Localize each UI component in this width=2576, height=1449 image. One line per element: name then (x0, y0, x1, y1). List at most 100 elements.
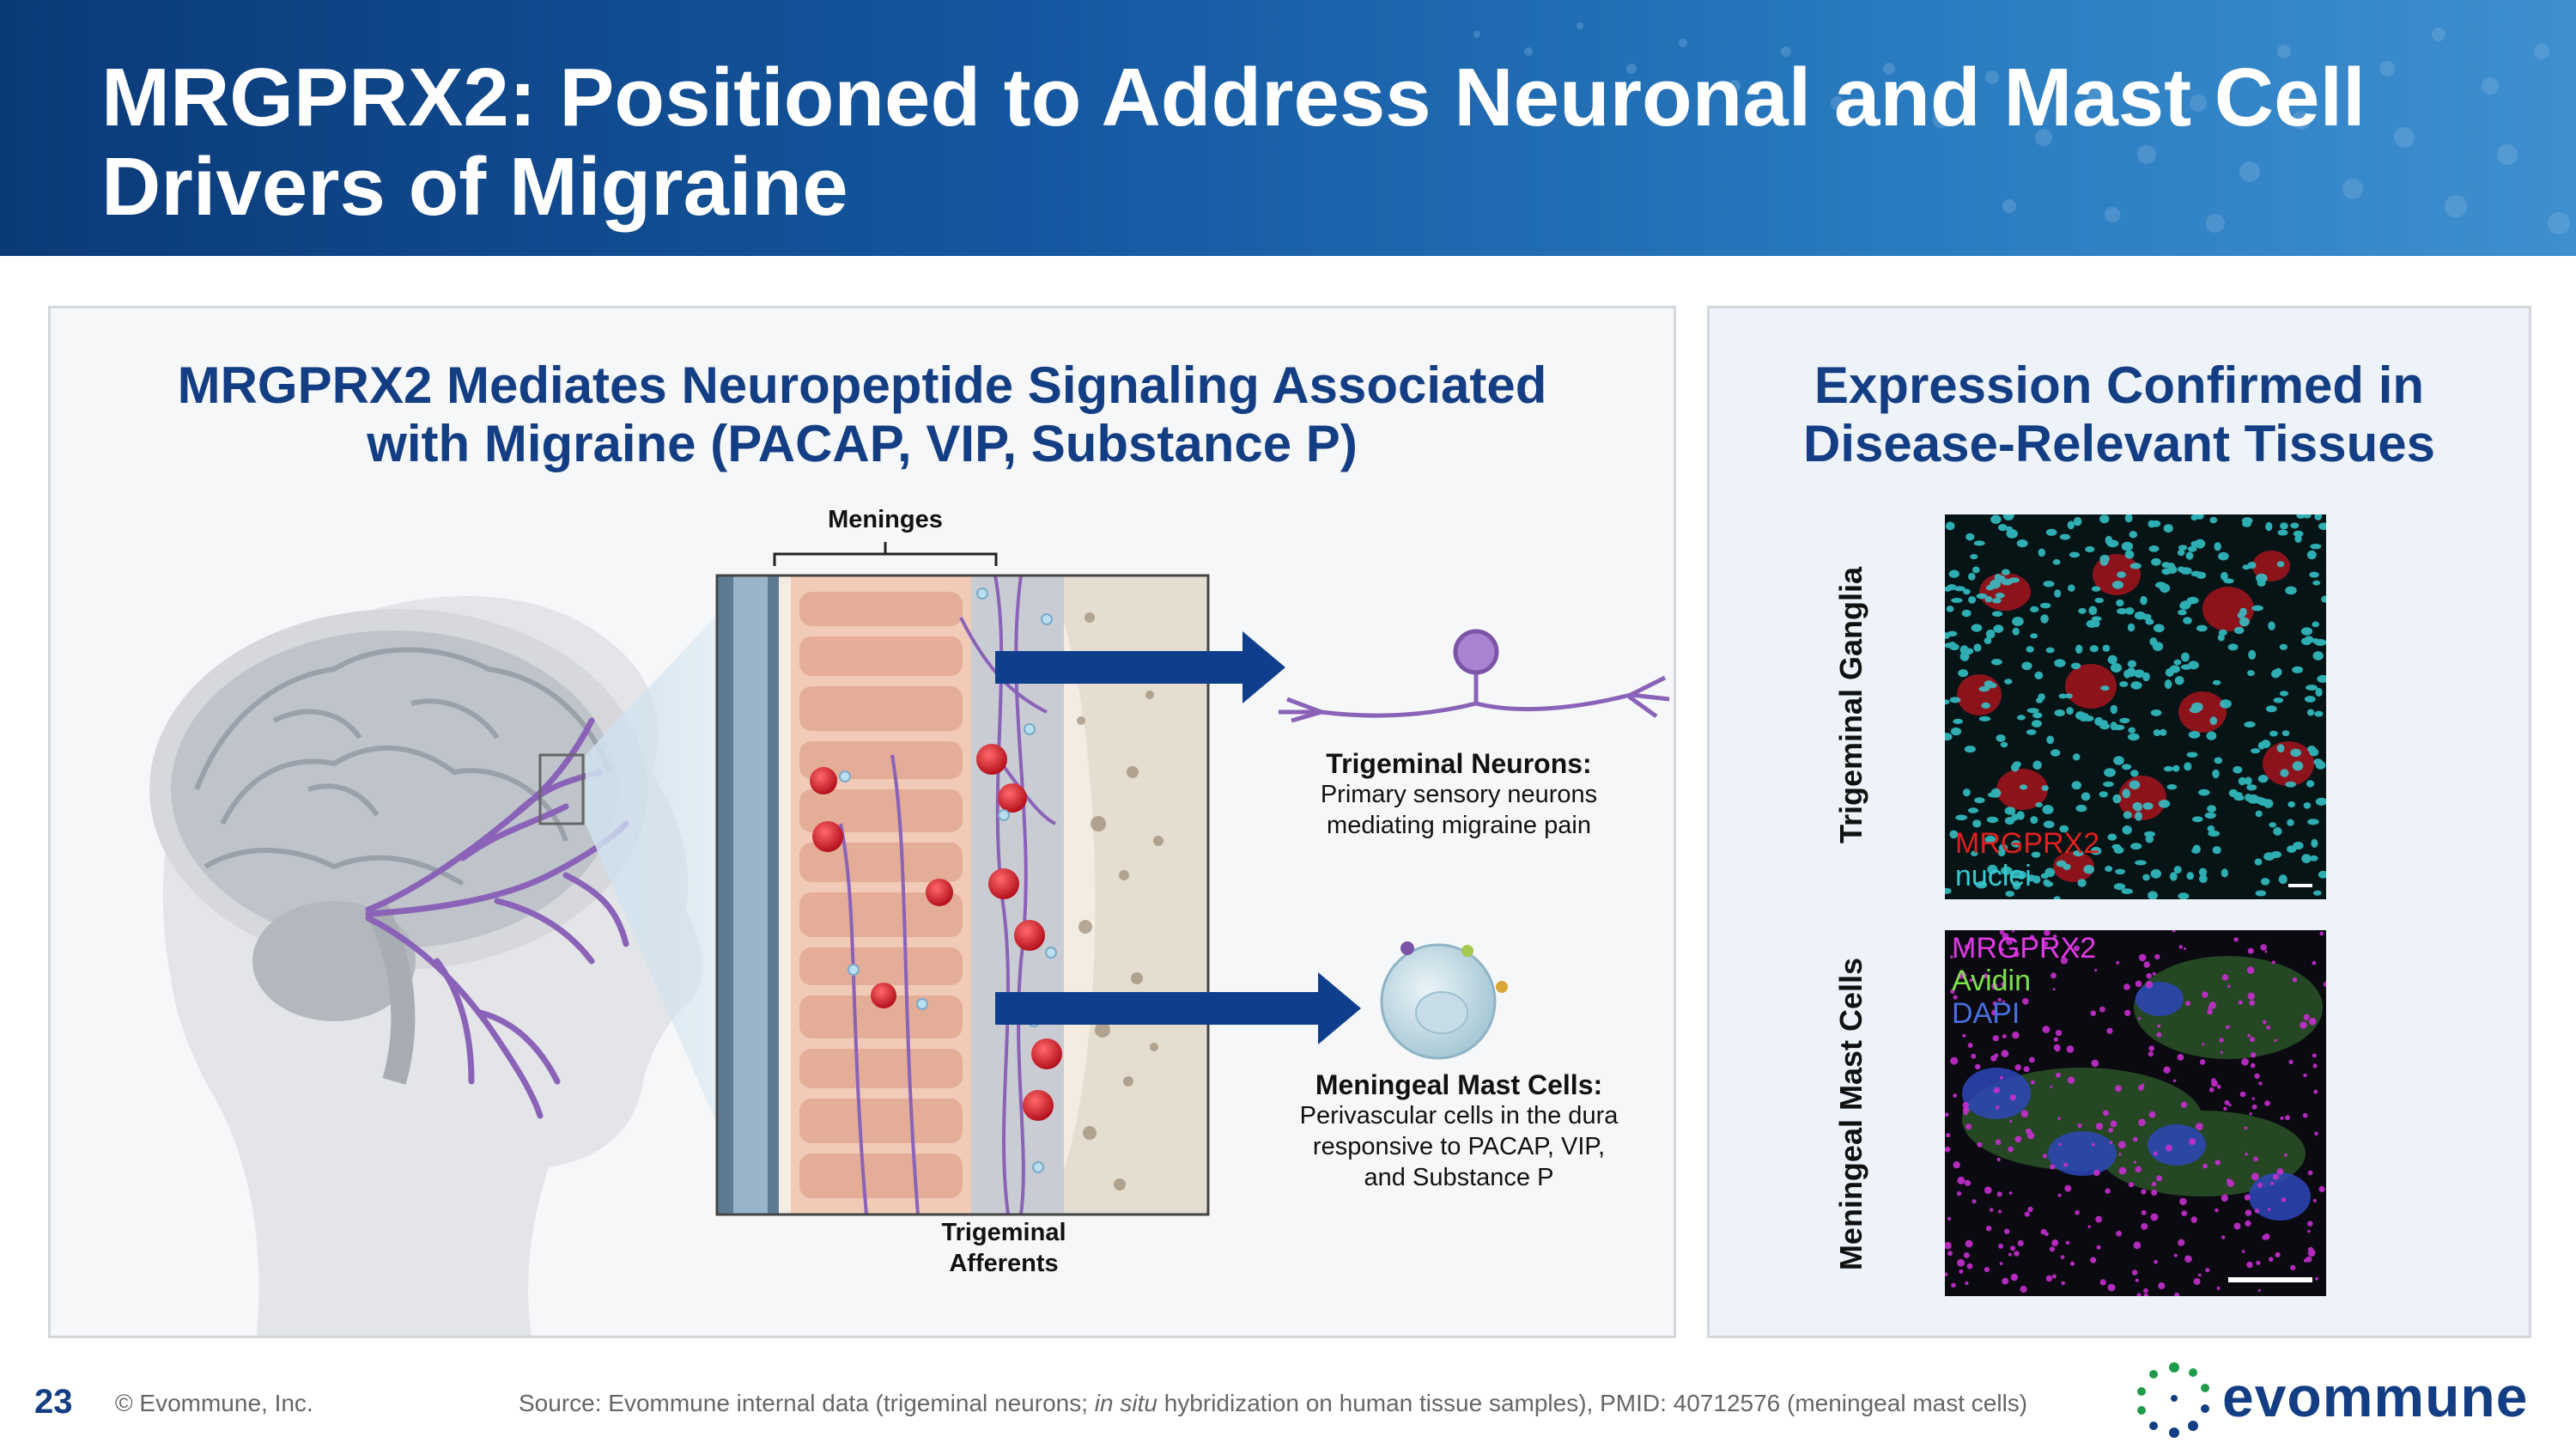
logo-dots-icon (2137, 1362, 2209, 1438)
granule-dot (2060, 1255, 2065, 1260)
nucleus-dot (2185, 551, 2194, 560)
nucleus-dot (2110, 721, 2117, 731)
nucleus-dot (1975, 880, 1988, 889)
nucleus-dot (2164, 679, 2172, 690)
nucleus-dot (2181, 652, 2190, 662)
nucleus-dot (2133, 804, 2142, 812)
nucleus-dot (2099, 791, 2108, 798)
nucleus-dot (2094, 597, 2104, 604)
granule-dot (2138, 1118, 2146, 1127)
granule-dot (2150, 1213, 2159, 1221)
nucleus-dot (2212, 679, 2221, 685)
granule-dot (1992, 1035, 1999, 1042)
head-silhouette (149, 596, 702, 1336)
nucleus-dot (2011, 870, 2022, 878)
granule-dot (2008, 1146, 2014, 1153)
nucleus-dot (2306, 780, 2315, 788)
expression-heading: Expression Confirmed in Disease-Relevant… (1803, 356, 2435, 472)
nucleus-dot (1964, 746, 1976, 753)
nucleus-dot (2054, 709, 2065, 716)
granule-dot (2012, 930, 2014, 933)
nucleus-dot (2287, 819, 2294, 826)
granule-dot (2151, 1189, 2158, 1196)
nucleus-dot (1978, 715, 1991, 721)
trigeminal-ganglia-label: Trigeminal Ganglia (1833, 566, 1868, 844)
nucleus-dot (2161, 562, 2171, 569)
nucleus-dot (2315, 797, 2326, 806)
granule-dot (2156, 1032, 2162, 1038)
granule-dot (2095, 1215, 2102, 1223)
nucleus-dot (2314, 514, 2322, 521)
nucleus-dot (2276, 744, 2285, 753)
expression-panel: Expression Confirmed in Disease-Relevant… (1707, 306, 2531, 1338)
granule-dot (2030, 1080, 2035, 1085)
nucleus-dot (2016, 539, 2028, 548)
nucleus-dot (2142, 613, 2152, 620)
granule-dot (2115, 1085, 2122, 1093)
granule-dot (2290, 1264, 2296, 1270)
nucleus-dot (2107, 833, 2117, 841)
granule-dot (2308, 1017, 2317, 1026)
nucleus-dot (2045, 647, 2055, 654)
nucleus-dot (2198, 868, 2208, 877)
nucleus-dot (2070, 662, 2081, 670)
granule-dot (2251, 1172, 2259, 1181)
granule-dot (1985, 1226, 1992, 1232)
granule-dot (2184, 1255, 2192, 1263)
nucleus-dot (2301, 854, 2312, 863)
granule-dot (2315, 1276, 2318, 1281)
nucleus-dot (2107, 654, 2117, 665)
granule-dot (2307, 1221, 2313, 1227)
nucleus-dot (1963, 588, 1971, 595)
granule-dot (2264, 950, 2268, 953)
granule-dot (1947, 1251, 1953, 1257)
nucleus-dot (2237, 612, 2245, 619)
nucleus-dot (1955, 814, 1968, 821)
granule-dot (1984, 1267, 1990, 1273)
granule-dot (2023, 1066, 2030, 1073)
granule-dot (2020, 1285, 2027, 1294)
nucleus-dot (2151, 557, 2161, 566)
nucleus-dot (2306, 709, 2315, 716)
nucleus-dot (1990, 514, 2002, 524)
slide-header: MRGPRX2: Positioned to Address Neuronal … (0, 0, 2576, 256)
nucleus-dot (2121, 541, 2134, 551)
zoom-box (538, 753, 585, 825)
nucleus-dot (2040, 873, 2049, 879)
nucleus-dot (1948, 642, 1957, 649)
nucleus-dot (2127, 660, 2136, 668)
nucleus-dot (2251, 748, 2261, 754)
granule-dot (2250, 1062, 2256, 1068)
nucleus-dot (1968, 596, 1977, 604)
granule-dot (1971, 1053, 1977, 1059)
granule-dot (1989, 1208, 1994, 1212)
nucleus-dot (2078, 607, 2087, 614)
granule-dot (1945, 1272, 1948, 1277)
granule-dot (2266, 1025, 2271, 1030)
nucleus-dot (1992, 611, 2003, 617)
granule-dot (2238, 1000, 2243, 1005)
nucleus-dot (2314, 710, 2324, 717)
granule-dot (2276, 1168, 2284, 1175)
nucleus-dot (2313, 890, 2322, 896)
nucleus-dot (2180, 664, 2192, 670)
granule-dot (1969, 978, 1973, 983)
nucleus-dot (2192, 816, 2203, 823)
mast-legend-avidin: Avidin (1952, 965, 2031, 997)
granule-dot (1950, 989, 1955, 995)
nucleus-dot (2280, 522, 2288, 530)
nucleus-dot (2052, 559, 2061, 565)
granule-dot (2253, 1156, 2258, 1162)
nucleus-dot (2144, 831, 2155, 837)
granule-dot (2246, 1261, 2253, 1269)
nucleus-dot (1953, 586, 1965, 592)
granule-dot (1991, 1009, 1997, 1016)
nucleus-dot (2001, 866, 2013, 875)
granule-dot (2141, 1189, 2147, 1195)
granule-dot (2026, 1131, 2035, 1140)
nucleus-dot (2317, 674, 2326, 683)
nucleus-dot (2085, 545, 2095, 553)
nucleus-dot (2269, 730, 2278, 737)
nucleus-dot (1973, 643, 1982, 652)
nucleus-dot (2218, 551, 2229, 561)
